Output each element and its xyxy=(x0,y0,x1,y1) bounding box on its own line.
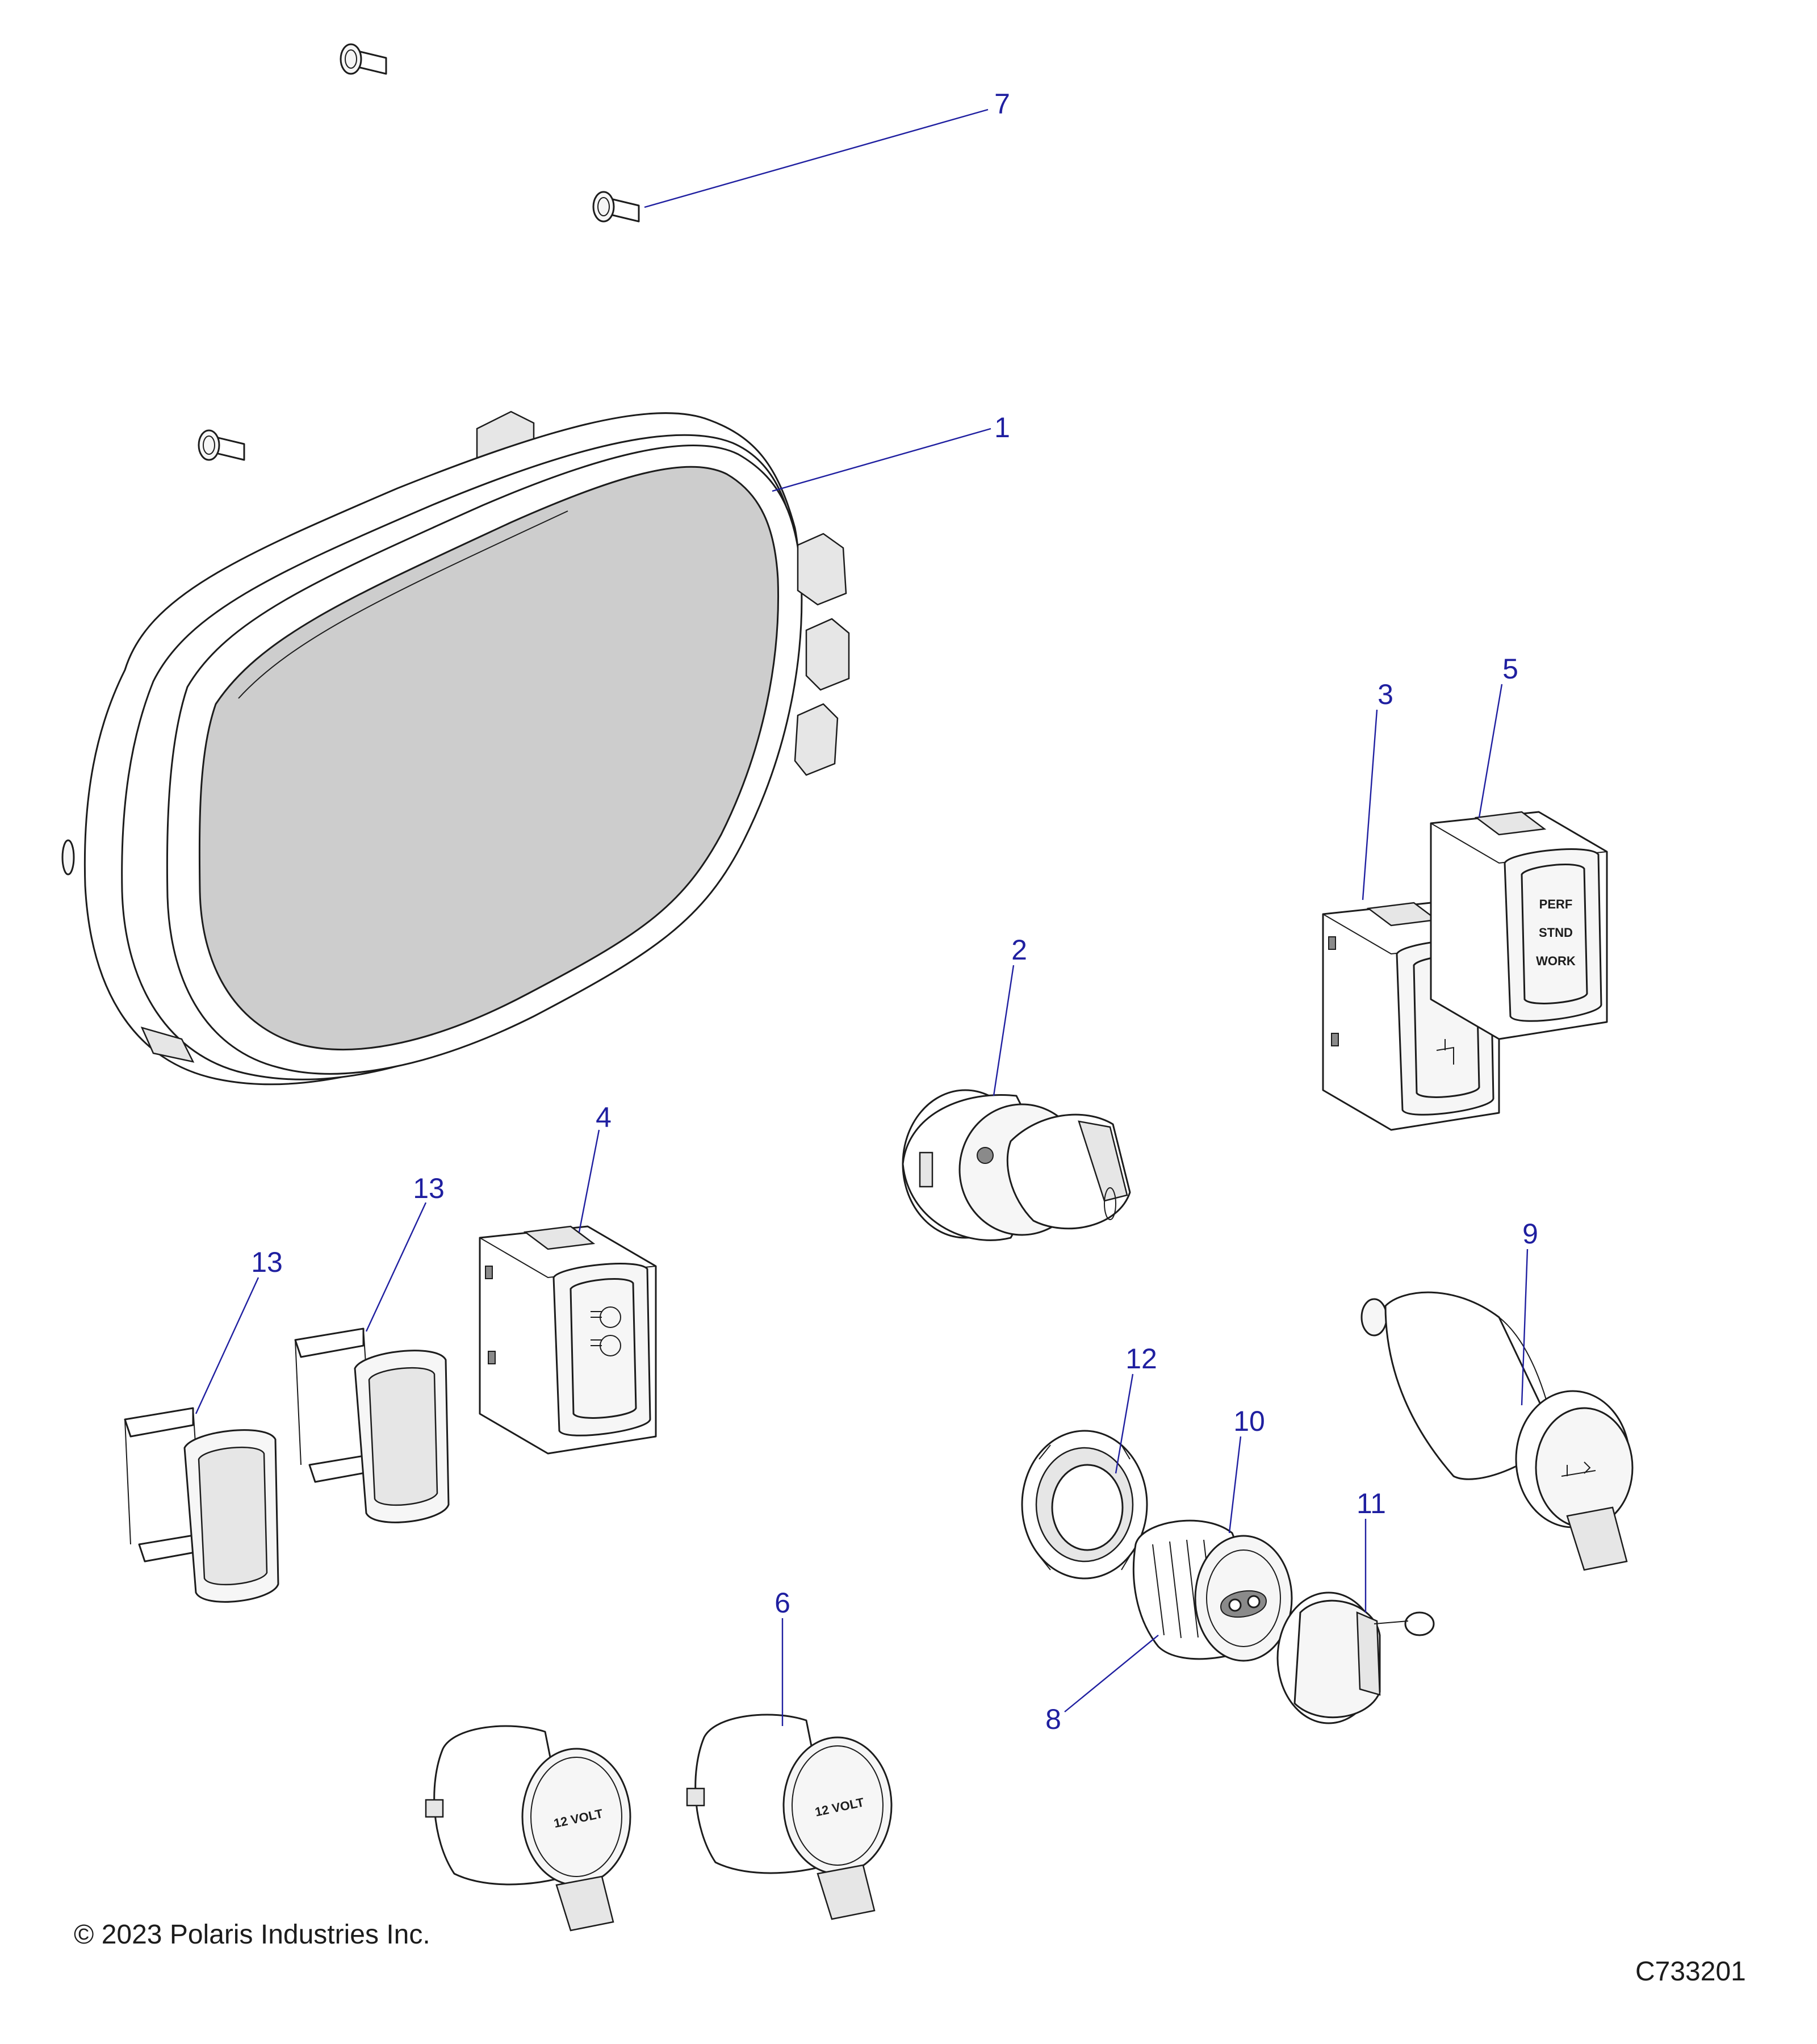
callout-10: 10 xyxy=(1233,1405,1265,1437)
leader-3 xyxy=(1362,709,1378,900)
retaining-nut xyxy=(1021,1430,1148,1580)
leader-9 xyxy=(1521,1249,1529,1406)
callout-13b: 13 xyxy=(251,1246,283,1278)
power-socket-12v-left: 12 VOLT xyxy=(425,1725,631,1932)
callout-7: 7 xyxy=(994,88,1010,120)
callout-numbers: 1 2 3 4 5 6 7 8 9 10 11 12 13 13 xyxy=(251,88,1538,1735)
screw-top xyxy=(340,43,387,75)
callout-8: 8 xyxy=(1045,1703,1061,1735)
callout-3: 3 xyxy=(1378,678,1393,710)
blank-switch-cover-right xyxy=(294,1327,450,1523)
leader-5 xyxy=(1478,684,1503,818)
usb-charger xyxy=(1360,1291,1634,1571)
callout-2: 2 xyxy=(1011,934,1027,966)
rocker-switch-mode: PERF STND WORK xyxy=(1430,811,1608,1040)
screw-middle xyxy=(592,191,640,223)
mode-label-perf: PERF xyxy=(1539,897,1573,911)
power-socket-12v-right: 12 VOLT xyxy=(686,1714,893,1920)
rocker-switch-lights xyxy=(479,1225,657,1455)
callout-6: 6 xyxy=(774,1587,790,1619)
socket-cap xyxy=(1276,1591,1435,1724)
leader-13a xyxy=(365,1202,427,1332)
callout-12: 12 xyxy=(1125,1343,1157,1375)
callout-13a: 13 xyxy=(413,1172,445,1204)
instrument-cluster xyxy=(61,411,850,1086)
leader-10 xyxy=(1228,1436,1242,1534)
ignition-switch xyxy=(902,1089,1131,1241)
mode-label-work: WORK xyxy=(1536,954,1576,968)
leader-12 xyxy=(1115,1373,1134,1474)
callout-11: 11 xyxy=(1357,1488,1386,1519)
callout-4: 4 xyxy=(596,1101,612,1133)
callout-5: 5 xyxy=(1502,653,1518,685)
leader-13b xyxy=(195,1277,259,1414)
leader-7 xyxy=(644,108,989,208)
leader-lines xyxy=(195,108,1529,1726)
blank-switch-cover-left xyxy=(124,1407,279,1603)
leader-8 xyxy=(1064,1635,1159,1712)
leader-4 xyxy=(578,1129,600,1233)
diagram-code: C733201 xyxy=(1635,1957,1746,1987)
callout-9: 9 xyxy=(1522,1218,1538,1250)
screw-left xyxy=(198,429,245,461)
copyright-text: © 2023 Polaris Industries Inc. xyxy=(74,1920,430,1950)
mode-label-stnd: STND xyxy=(1539,925,1573,940)
callout-1: 1 xyxy=(994,412,1010,443)
leader-2 xyxy=(993,965,1015,1096)
usb-socket-body xyxy=(1132,1519,1293,1662)
leader-1 xyxy=(772,428,991,492)
